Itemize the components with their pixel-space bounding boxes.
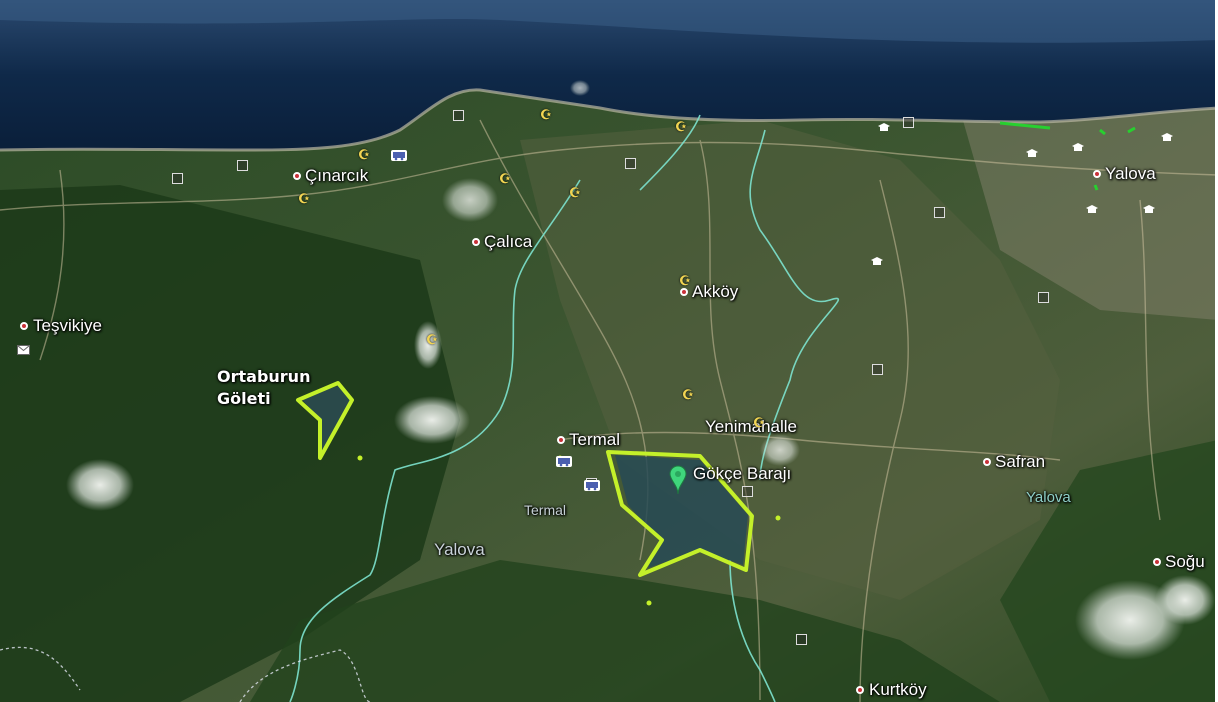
landmark-square-icon[interactable] [903, 117, 914, 128]
dashed-boundary [0, 646, 371, 702]
place-label-yenimahalle[interactable]: Yenimahalle [705, 417, 797, 436]
tram-icon[interactable] [556, 456, 572, 467]
annotation-ortaburun-goleti-line2: Göleti [217, 389, 271, 408]
place-dot-kurtkoy[interactable] [856, 686, 864, 694]
place-dot-calica[interactable] [472, 238, 480, 246]
clouds [66, 80, 1215, 660]
place-label-calica[interactable]: Çalıca [484, 232, 533, 251]
placemark-pin-icon[interactable] [669, 465, 687, 495]
place-dot-sogu[interactable] [1153, 558, 1161, 566]
forest-west [0, 185, 460, 702]
landmark-square-icon[interactable] [934, 207, 945, 218]
annotation-ortaburun-goleti-line1: Ortaburun [217, 367, 311, 386]
ortaburun-goleti-outline[interactable] [296, 381, 354, 460]
area-label-yalova-province: Yalova [434, 540, 485, 559]
landmark-square-icon[interactable] [742, 486, 753, 497]
mosque-icon[interactable]: ☪ [675, 119, 687, 134]
school-icon[interactable] [1071, 142, 1085, 152]
roads [0, 119, 1218, 702]
school-icon[interactable] [877, 122, 891, 132]
landmark-square-icon[interactable] [237, 160, 248, 171]
mosque-icon[interactable]: ☪ [569, 185, 581, 200]
coast-shallow [0, 0, 1218, 43]
school-icon[interactable] [870, 256, 884, 266]
place-label-cinarcik[interactable]: Çınarcık [305, 166, 369, 185]
place-dot-akkoy[interactable] [680, 288, 688, 296]
school-icon[interactable] [1142, 204, 1156, 214]
area-label-termal-district: Termal [524, 502, 567, 518]
mosque-icon[interactable]: ☪ [358, 147, 370, 162]
tram-icon[interactable] [584, 480, 600, 491]
tram-icon[interactable] [391, 150, 407, 161]
admin-boundaries [289, 114, 839, 702]
place-label-yalova-city[interactable]: Yalova [1105, 164, 1156, 183]
place-dot-tesvikiye[interactable] [20, 322, 28, 330]
landmark-square-icon[interactable] [796, 634, 807, 645]
landmark-square-icon[interactable] [453, 110, 464, 121]
landmark-square-icon[interactable] [625, 158, 636, 169]
green-markings [999, 121, 1136, 191]
place-label-safran[interactable]: Safran [995, 452, 1046, 471]
mosque-icon[interactable]: ☪ [426, 332, 438, 347]
landmark-square-icon[interactable] [872, 364, 883, 375]
frame-edge [1215, 0, 1218, 702]
shoreline [0, 88, 1218, 152]
place-dot-yalova-city[interactable] [1093, 170, 1101, 178]
mosque-icon[interactable]: ☪ [753, 415, 765, 430]
school-icon[interactable] [1160, 132, 1174, 142]
landmark-square-icon[interactable] [1038, 292, 1049, 303]
school-icon[interactable] [1085, 204, 1099, 214]
place-label-sogu[interactable]: Soğu [1165, 552, 1205, 571]
place-label-akkoy[interactable]: Akköy [692, 282, 739, 301]
mosque-icon[interactable]: ☪ [679, 273, 691, 288]
mosque-icon[interactable]: ☪ [298, 191, 310, 206]
mosque-icon[interactable]: ☪ [540, 107, 552, 122]
landmark-square-icon[interactable] [172, 173, 183, 184]
area-label-yalova-district: Yalova [1026, 489, 1071, 506]
school-icon[interactable] [1025, 148, 1039, 158]
place-label-gokce-baraji[interactable]: Gökçe Barajı [693, 464, 792, 483]
place-dot-safran[interactable] [983, 458, 991, 466]
place-label-kurtkoy[interactable]: Kurtköy [869, 680, 927, 699]
gokce-baraji-outline[interactable] [606, 450, 754, 577]
place-dot-termal[interactable] [557, 436, 565, 444]
mail-icon[interactable] [17, 345, 30, 355]
mosque-icon[interactable]: ☪ [682, 387, 694, 402]
place-dot-cinarcik[interactable] [293, 172, 301, 180]
place-label-termal[interactable]: Termal [569, 430, 621, 449]
mosque-icon[interactable]: ☪ [499, 171, 511, 186]
forest-south [250, 560, 1000, 702]
place-label-tesvikiye[interactable]: Teşvikiye [33, 316, 102, 335]
ortaburun-pond-water [300, 386, 350, 455]
gokce-reservoir-water [615, 455, 748, 568]
